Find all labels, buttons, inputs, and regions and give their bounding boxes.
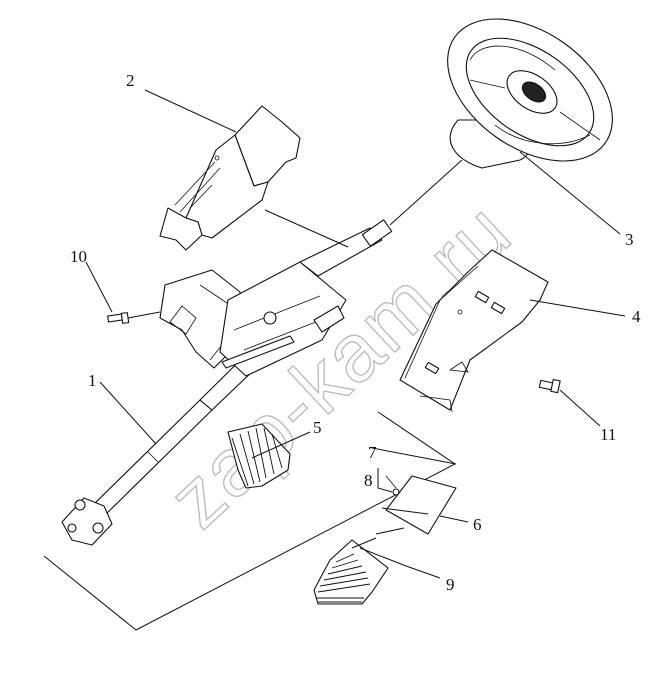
callout-9: 9 [446, 575, 455, 594]
watermark-text: zap-kam.ru [152, 185, 529, 545]
callout-11: 11 [600, 425, 616, 444]
watermark: zap-kam.ru [151, 185, 529, 546]
plate-part-6 [385, 475, 457, 535]
lower-shroud [399, 249, 549, 413]
bolt-part-10 [107, 311, 161, 324]
callout-1: 1 [88, 371, 97, 390]
bolt-part-11 [538, 378, 561, 394]
callout-6: 6 [473, 515, 482, 534]
callout-4: 4 [632, 307, 641, 326]
callout-2: 2 [126, 71, 135, 90]
callout-8: 8 [364, 471, 373, 490]
boot-part-5 [227, 423, 291, 489]
steering-wheel [447, 18, 613, 169]
callouts: 1 2 3 4 5 6 7 8 9 10 11 [70, 71, 641, 594]
steering-column [61, 219, 393, 546]
callout-3: 3 [625, 230, 634, 249]
callout-5: 5 [313, 418, 322, 437]
bellows-part-9 [313, 539, 389, 605]
leader-lines [85, 89, 626, 579]
callout-7: 7 [368, 443, 377, 462]
group-frame [43, 411, 457, 631]
upper-shroud [159, 105, 301, 251]
screw-part-7-8 [385, 475, 400, 496]
callout-10: 10 [70, 247, 87, 266]
